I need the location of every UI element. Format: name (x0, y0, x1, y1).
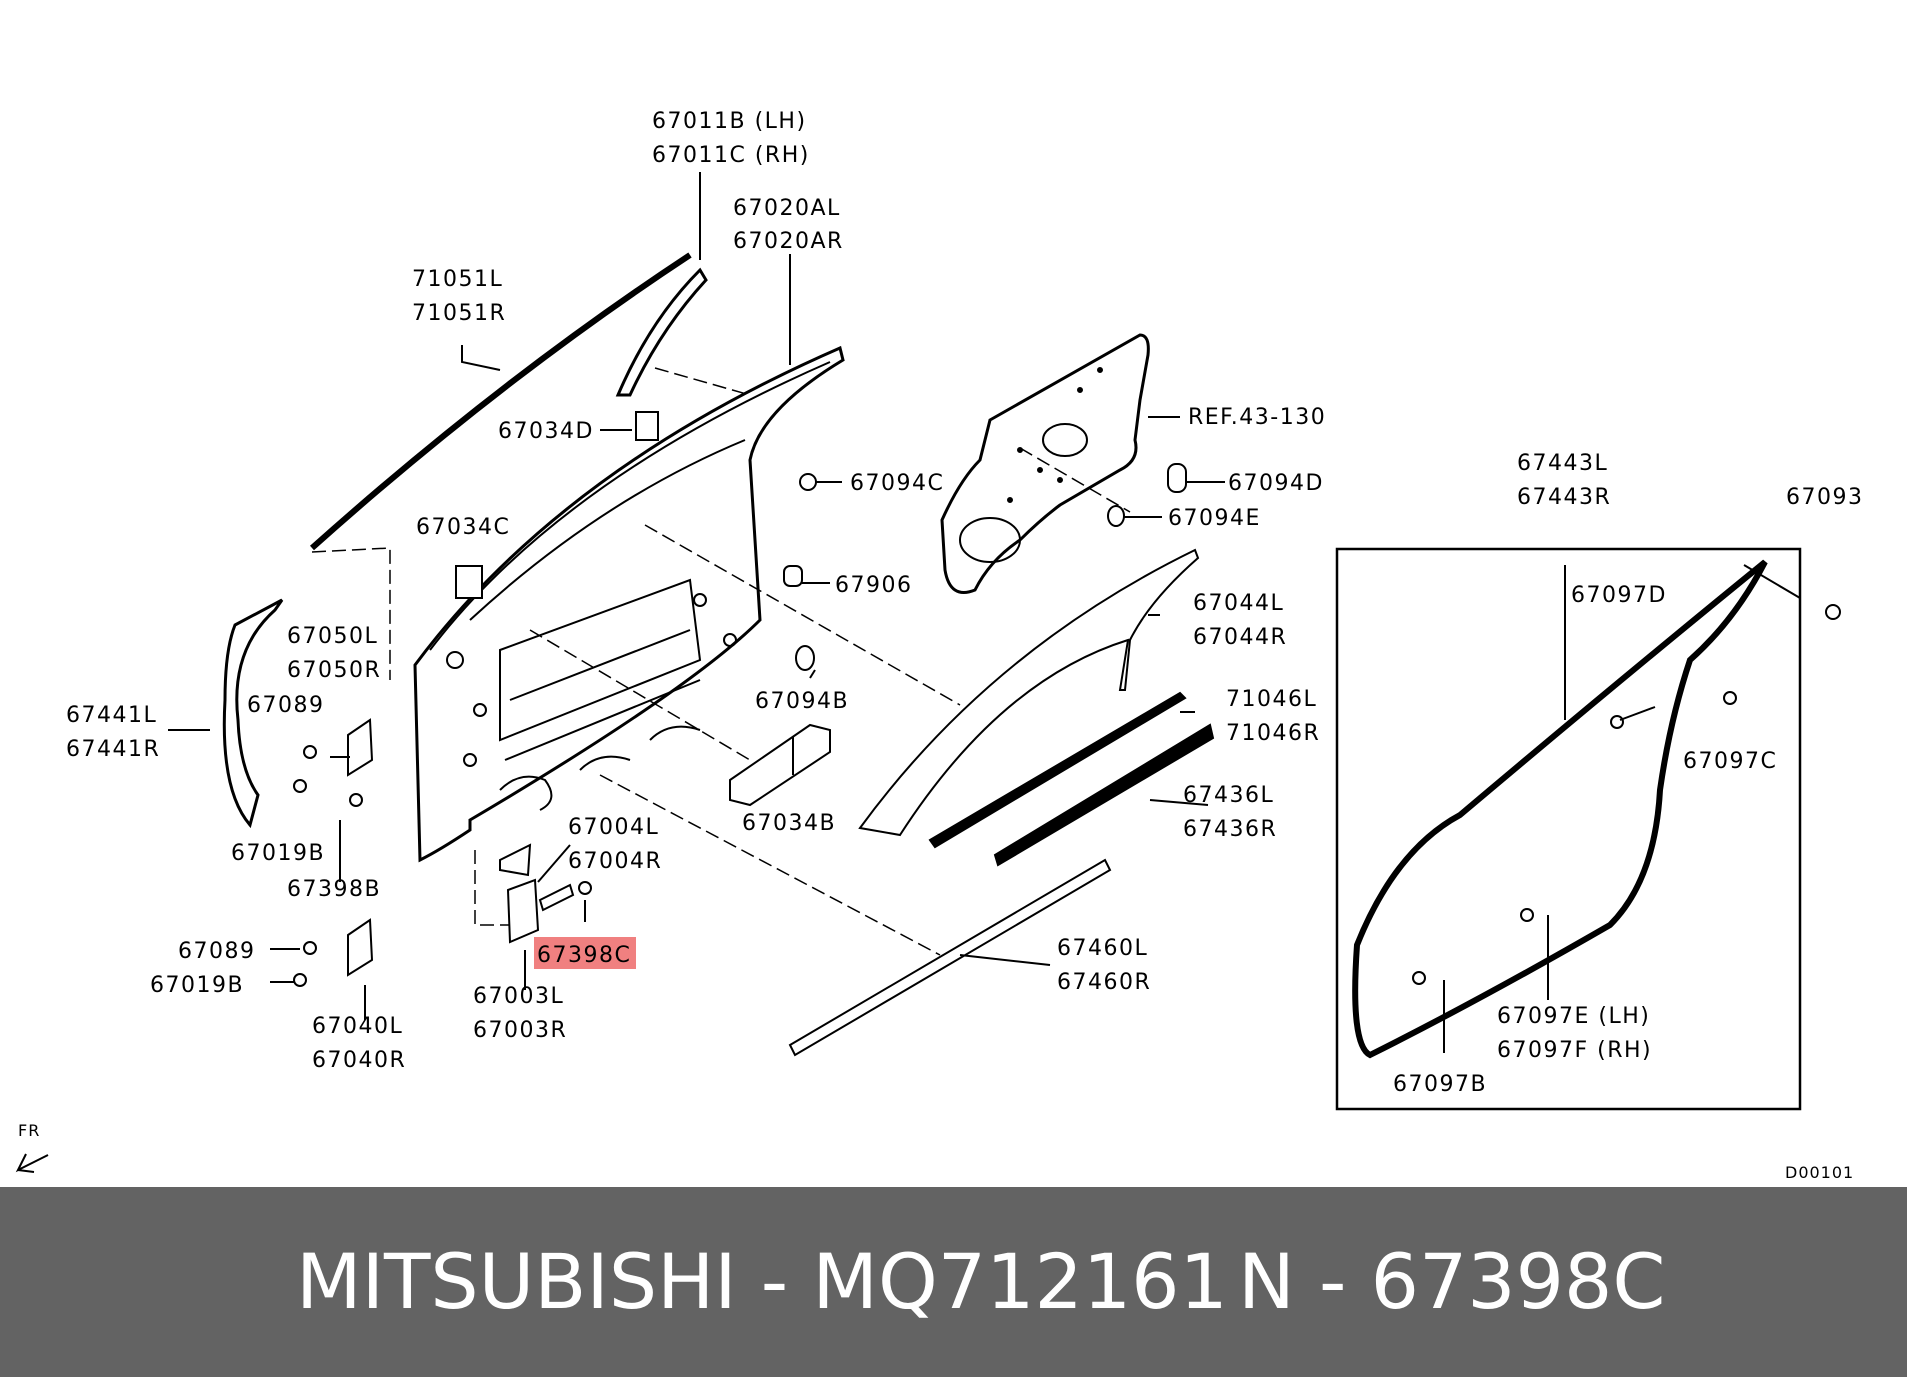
label-67004l: 67004L (568, 815, 659, 840)
clip-67097c (1723, 691, 1737, 705)
label-67441r: 67441R (66, 737, 160, 762)
diagram-code: D00101 (1785, 1163, 1854, 1182)
plug-67094d (1167, 463, 1187, 493)
weatherstrip-67443 (1352, 559, 1768, 1059)
label-67097d: 67097D (1571, 583, 1667, 608)
label-67034d: 67034D (498, 419, 594, 444)
label-ref: REF.43-130 (1188, 405, 1326, 430)
bumper-67906 (783, 565, 803, 587)
label-67460l: 67460L (1057, 936, 1148, 961)
label-67050r: 67050R (287, 658, 381, 683)
label-67097f: 67097F (RH) (1497, 1038, 1652, 1063)
label-67093: 67093 (1786, 485, 1864, 510)
label-71046r: 71046R (1226, 721, 1320, 746)
grommet-67094c (799, 473, 817, 491)
hinge-67050 (347, 718, 374, 777)
footer-bar: MITSUBISHI - MQ712161 N - 67398C (0, 1187, 1907, 1377)
label-67044r: 67044R (1193, 625, 1287, 650)
label-71046l: 71046L (1226, 687, 1317, 712)
bolt-67398c (578, 881, 592, 895)
label-67019b-lower: 67019B (150, 973, 244, 998)
label-67003l: 67003L (473, 984, 564, 1009)
clip-67097d (1610, 715, 1624, 729)
label-67443l: 67443L (1517, 451, 1608, 476)
front-arrow-icon (15, 1153, 49, 1173)
clip-67034c (455, 565, 483, 599)
hinge-guard-67441 (222, 598, 284, 829)
label-67097e: 67097E (LH) (1497, 1004, 1650, 1029)
clip-67097b (1412, 971, 1426, 985)
garnish-67460 (788, 858, 1112, 1057)
label-67034c: 67034C (416, 515, 510, 540)
label-67011b: 67011B (LH) (652, 109, 807, 134)
label-67050l: 67050L (287, 624, 378, 649)
label-67097c: 67097C (1683, 749, 1777, 774)
label-71051l: 71051L (412, 267, 503, 292)
plug-67094e (1107, 505, 1125, 527)
label-67097b: 67097B (1393, 1072, 1487, 1097)
label-71051r: 71051R (412, 301, 506, 326)
label-67436r: 67436R (1183, 817, 1277, 842)
clip-67093 (1825, 604, 1841, 620)
weatherstrip-67436 (993, 723, 1215, 867)
label-67094b: 67094B (755, 689, 849, 714)
label-67441l: 67441L (66, 703, 157, 728)
sash-strip-67011 (615, 267, 708, 397)
label-67094e: 67094E (1168, 506, 1261, 531)
label-67460r: 67460R (1057, 970, 1151, 995)
door-panel-67020 (413, 345, 845, 863)
clip-67034d (635, 411, 659, 441)
label-67011c: 67011C (RH) (652, 143, 810, 168)
detail-box-67443 (1335, 547, 1802, 1111)
label-67034b: 67034B (742, 811, 836, 836)
label-67004r: 67004R (568, 849, 662, 874)
label-67040l: 67040L (312, 1014, 403, 1039)
label-67044l: 67044L (1193, 591, 1284, 616)
label-67089-upper: 67089 (247, 693, 325, 718)
sash-67044 (858, 548, 1200, 837)
label-67436l: 67436L (1183, 783, 1274, 808)
label-67398c: 67398C (537, 943, 631, 968)
hinge-67040 (347, 918, 374, 977)
label-67398b: 67398B (287, 877, 381, 902)
pad-67034b (729, 723, 831, 807)
front-label: FR (18, 1121, 40, 1140)
trim-panel-ref (940, 333, 1150, 594)
label-67443r: 67443R (1517, 485, 1611, 510)
label-67094c: 67094C (850, 471, 944, 496)
brand-part-number: MITSUBISHI - MQ712161 (296, 1237, 1228, 1326)
label-67019b-upper: 67019B (231, 841, 325, 866)
label-67906: 67906 (835, 573, 913, 598)
parts-diagram: 67011B (LH) 67011C (RH) 67020AL 67020AR … (15, 109, 1864, 1182)
highlight-box (534, 937, 636, 969)
label-67003r: 67003R (473, 1018, 567, 1043)
label-67094d: 67094D (1228, 471, 1324, 496)
door-check-67003 (506, 878, 540, 944)
label-67020al: 67020AL (733, 196, 841, 221)
window-molding-71051 (310, 252, 692, 551)
reference-code: N - 67398C (1238, 1237, 1666, 1326)
label-67040r: 67040R (312, 1048, 406, 1073)
label-67089-lower: 67089 (178, 939, 256, 964)
plug-67094b (795, 645, 815, 671)
bracket-67004 (499, 843, 532, 877)
label-67020ar: 67020AR (733, 229, 844, 254)
belt-molding-71046 (928, 691, 1187, 849)
clip-67097e (1520, 908, 1534, 922)
